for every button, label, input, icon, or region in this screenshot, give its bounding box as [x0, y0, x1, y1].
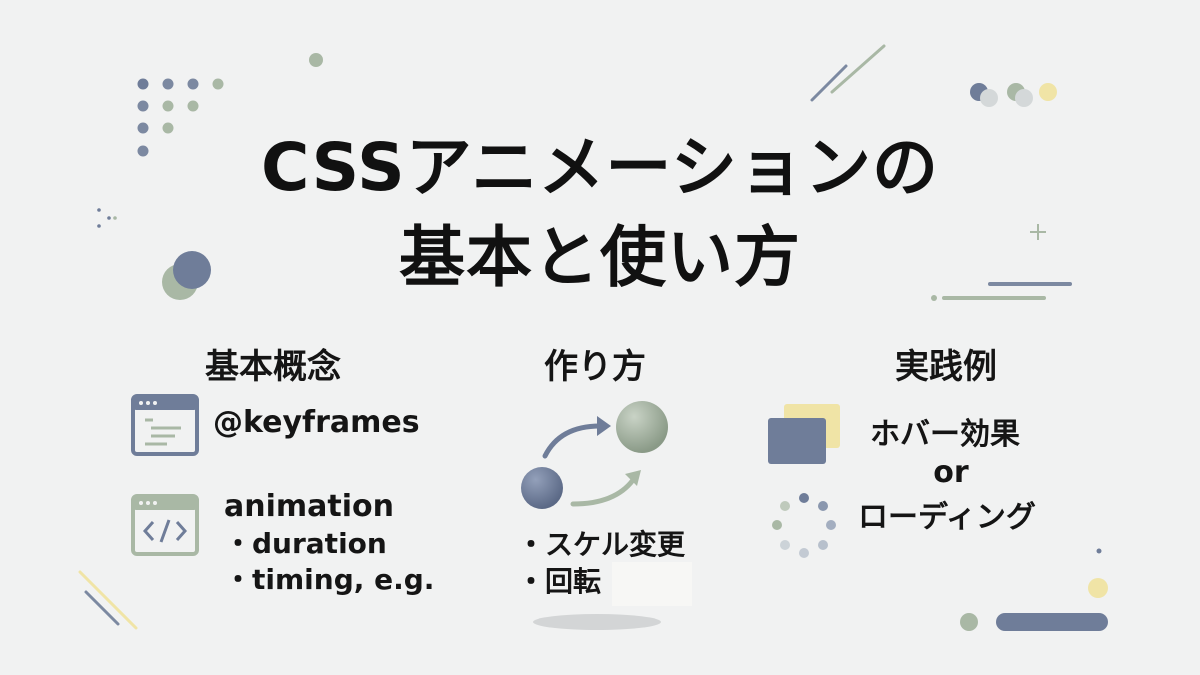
examples-heading: 実践例 — [895, 347, 997, 387]
concepts-heading: 基本概念 — [205, 347, 341, 387]
page-title-line-1: CSSアニメーションの — [260, 129, 940, 206]
duration-label: ・duration — [224, 527, 387, 560]
hover-effect-label: ホバー効果 — [870, 417, 1020, 452]
rotate-label: ・回転 — [517, 565, 602, 598]
loading-label: ローディング — [858, 500, 1036, 535]
dot-grid-decoration — [97, 53, 323, 228]
animation-label: animation — [224, 489, 394, 524]
hover-cards-icon — [768, 404, 840, 464]
code-window-icon — [131, 494, 199, 556]
scale-change-label: ・スケル変更 — [517, 528, 686, 561]
or-label: or — [933, 455, 969, 490]
timing-label: ・timing, e.g. — [224, 563, 435, 596]
page-title-line-2: 基本と使い方 — [399, 219, 801, 296]
keyframes-label: @keyframes — [213, 405, 420, 440]
howto-heading: 作り方 — [544, 347, 646, 387]
browser-window-icon — [131, 394, 199, 456]
moving-balls-icon — [521, 401, 668, 509]
loading-spinner-icon — [772, 493, 836, 558]
